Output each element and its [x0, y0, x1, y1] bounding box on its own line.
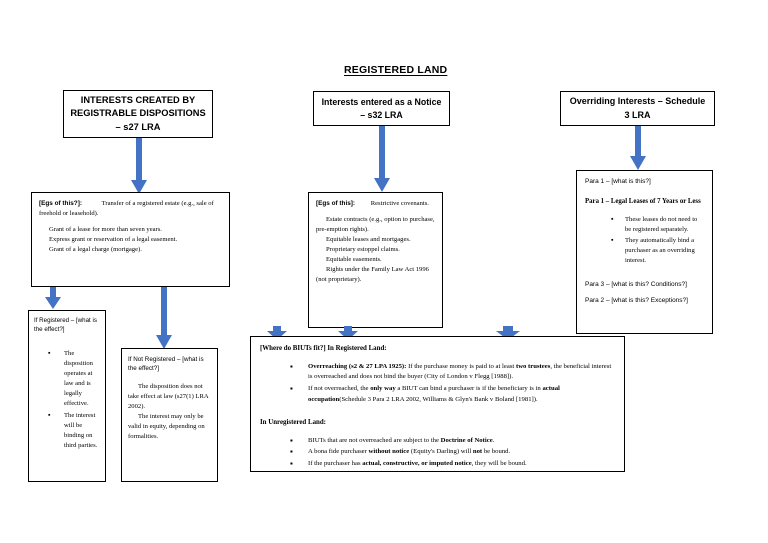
bfp-bold-end: not — [472, 448, 483, 456]
biuts-registered-bullet-1: If not overreached, the only way a BIUT … — [290, 383, 615, 405]
left-examples-box: [Egs of this?]: Transfer of a registered… — [31, 192, 230, 287]
if-registered-box: If Registered – [what is the effect?] Th… — [28, 310, 106, 482]
imputed-text-2: , they will be bound. — [471, 460, 527, 468]
overreaching-text-2: , the beneficial interest is overreached… — [308, 363, 612, 381]
biuts-box: [Where do BIUTs fit?] In Registered Land… — [250, 336, 625, 472]
imputed-text-1: If the purchaser has — [308, 460, 363, 468]
occupation-bold-end: actual occupation — [308, 385, 560, 403]
bfp-text-2: (Equity's Darling) will — [409, 448, 473, 456]
para2-question: Para 2 – [what is this? Exceptions?] — [585, 296, 688, 304]
overriding-interests-box: Para 1 – [what is this?] Para 1 – Legal … — [576, 170, 713, 334]
arrow-down-right-1 — [630, 126, 646, 170]
middle-examples-box: [Egs of this]: Restrictive covenants. Es… — [308, 192, 443, 328]
if-registered-bullet-0: The disposition operates at law and is l… — [48, 348, 100, 409]
biuts-unregistered-bullet-1: A bona fide purchaser without notice (Eq… — [290, 446, 615, 459]
notice-bold-mid: Doctrine of Notice — [440, 436, 493, 444]
if-not-registered-line-0: The disposition does not take effect at … — [128, 382, 209, 410]
if-not-registered-box: If Not Registered – [what is the effect?… — [121, 348, 218, 482]
page-title: REGISTERED LAND — [344, 64, 448, 76]
if-not-registered-line-1: The interest may only be valid in equity… — [128, 412, 205, 440]
middle-examples-item-1: Equitable leases and mortgages. — [326, 236, 411, 244]
arrow-down-middle-1 — [374, 126, 390, 192]
occupation-text-3: (Schedule 3 Para 2 LRA 2002, Williams & … — [339, 395, 538, 403]
if-not-registered-heading: If Not Registered – [what is the effect?… — [128, 356, 204, 373]
arrow-down-biuts-1 — [267, 326, 287, 340]
notice-text-1: BIUTs that are not overreached are subje… — [308, 436, 441, 444]
imputed-bold-mid: actual, constructive, or imputed notice — [362, 460, 472, 468]
left-examples-item-0: Grant of a lease for more than seven yea… — [49, 226, 162, 234]
occupation-text-2: a BIUT can bind a purchaser is if the be… — [395, 385, 543, 393]
middle-examples-label: [Egs of this]: — [316, 200, 356, 207]
if-registered-heading: If Registered – [what is the effect?] — [34, 317, 97, 334]
header-box-registrable-dispositions: INTERESTS CREATED BY REGISTRABLE DISPOSI… — [63, 90, 213, 138]
arrow-down-biuts-2 — [338, 326, 358, 340]
occupation-bold-mid: only way — [370, 385, 396, 393]
biuts-unregistered-bullet-2: If the purchaser has actual, constructiv… — [290, 458, 615, 471]
left-examples-label: [Egs of this?]: — [39, 200, 82, 207]
bfp-text-3: be bound. — [482, 448, 511, 456]
arrow-down-left-2 — [45, 287, 61, 309]
occupation-text-1: If not overreached, the — [308, 385, 371, 393]
if-registered-bullet-1: The interest will be binding on third pa… — [48, 410, 100, 451]
header-box-notice: Interests entered as a Notice – s32 LRA — [313, 91, 450, 126]
middle-examples-item-0: Estate contracts (e.g., option to purcha… — [316, 216, 435, 234]
biuts-unregistered-bullet-0: BIUTs that are not overreached are subje… — [290, 434, 615, 447]
left-examples-item-2: Grant of a legal charge (mortgage). — [49, 246, 142, 254]
notice-text-2: . — [492, 436, 495, 444]
if-registered-bullet-list: The disposition operates at law and is l… — [34, 348, 100, 451]
bfp-text-1: A bona fide purchaser — [308, 448, 369, 456]
para1-bullet-1: They automatically bind a purchaser as a… — [611, 235, 704, 266]
unregistered-heading: In Unregistered Land: — [260, 418, 326, 426]
middle-examples-item-4: Rights under the Family Law Act 1996 (no… — [316, 266, 429, 284]
para1-bullet-list: These leases do not need to be registere… — [585, 214, 704, 266]
arrow-down-left-1 — [131, 138, 147, 194]
middle-examples-item-3: Equitable easements. — [326, 256, 382, 264]
overreaching-lead: Overreaching (s2 & 27 LPA 1925): — [308, 363, 407, 370]
para1-bullet-0: These leases do not need to be registere… — [611, 214, 704, 235]
left-examples-first: Transfer of a registered estate (e.g., s… — [39, 200, 214, 218]
middle-examples-first: Restrictive covenants. — [370, 200, 429, 207]
arrow-down-left-3 — [156, 287, 172, 349]
biuts-registered-bullet-0: Overreaching (s2 & 27 LPA 1925): If the … — [290, 361, 615, 383]
overreaching-bold-mid: two trustees — [515, 363, 551, 370]
para1-question: Para 1 – [what is this?] — [585, 178, 651, 185]
bfp-bold-mid: without notice — [368, 448, 410, 456]
biuts-heading: [Where do BIUTs fit?] In Registered Land… — [260, 345, 387, 352]
biuts-registered-list: Overreaching (s2 & 27 LPA 1925): If the … — [260, 361, 615, 405]
overreaching-text-1: If the purchase money is paid to at leas… — [406, 363, 516, 370]
middle-examples-item-2: Proprietary estoppel claims. — [326, 246, 400, 254]
left-examples-item-1: Express grant or reservation of a legal … — [49, 236, 178, 244]
biuts-unregistered-list: BIUTs that are not overreached are subje… — [260, 434, 615, 471]
para1-heading: Para 1 – Legal Leases of 7 Years or Less — [585, 198, 701, 205]
para3-question: Para 3 – [what is this? Conditions?] — [585, 280, 687, 288]
arrow-down-biuts-3 — [496, 326, 520, 340]
header-box-overriding-interests: Overriding Interests – Schedule 3 LRA — [560, 91, 715, 126]
